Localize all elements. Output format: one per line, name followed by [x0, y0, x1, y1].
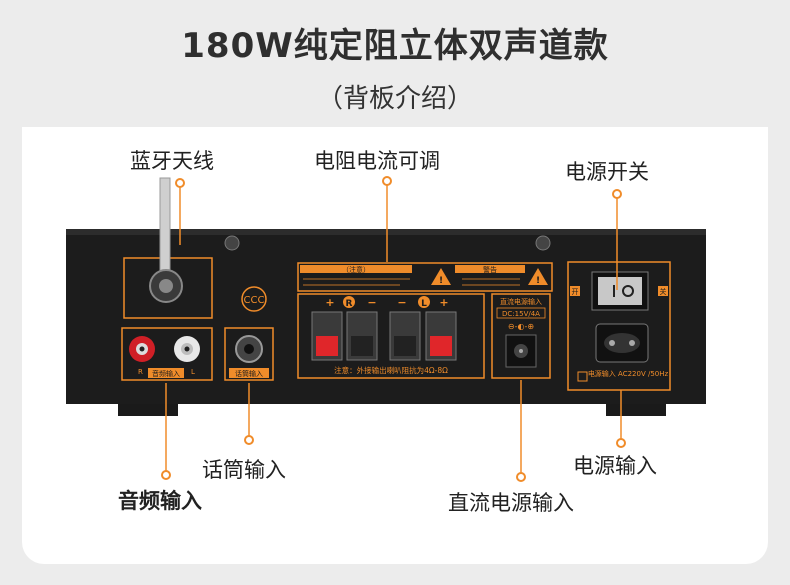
- svg-text:−: −: [397, 296, 406, 309]
- speaker-impedance-note: 注意：外接输出喇叭阻抗为4Ω-8Ω: [334, 365, 448, 375]
- warning-banner: [297, 262, 553, 292]
- speaker-terminal-box: [297, 293, 485, 379]
- switch-off-label: 关: [660, 287, 667, 296]
- svg-text:!: !: [439, 276, 443, 286]
- speaker-terminals: [311, 311, 457, 361]
- callout-antenna: 蓝牙天线: [130, 149, 214, 173]
- page-title: 180W纯定阻立体双声道款: [181, 26, 609, 66]
- svg-text:L: L: [421, 299, 427, 309]
- callout-power-input: 电源输入: [573, 454, 657, 478]
- screw-icon: [224, 235, 240, 251]
- svg-text:R: R: [346, 299, 353, 309]
- dc-input-panel-label: 直流电源输入: [500, 297, 542, 306]
- warning-triangle-icon: [528, 268, 548, 285]
- power-rating: 电源输入 AC220V /50Hz: [588, 369, 669, 378]
- audio-input-panel-label: 音频输入: [152, 369, 180, 378]
- switch-on-label: 开: [572, 288, 579, 296]
- rca-l-label: L: [191, 368, 195, 376]
- ccc-logo-icon: [241, 286, 267, 312]
- svg-text:−: −: [367, 296, 376, 309]
- notice-title: （注意）: [342, 265, 370, 274]
- audio-input-box: [121, 327, 213, 381]
- screw-icon: [535, 235, 551, 251]
- rca-r-label: R: [138, 368, 143, 376]
- svg-text:!: !: [536, 276, 540, 286]
- dc-input-box: [491, 293, 551, 379]
- callout-dots: [161, 176, 626, 482]
- dc-rating: DC:15V/4A: [502, 310, 540, 318]
- power-area-box: [567, 261, 671, 391]
- svg-text:+: +: [325, 296, 334, 309]
- callout-lines: [165, 181, 622, 477]
- svg-text:⊖-◐-⊕: ⊖-◐-⊕: [508, 322, 534, 331]
- callout-audio-input: 音频输入: [118, 489, 202, 513]
- header-band: 180W纯定阻立体双声道款 （背板介绍）: [0, 0, 790, 127]
- mic-input-box: [224, 327, 274, 381]
- warning-triangle-icon: [431, 268, 451, 285]
- svg-text:+: +: [439, 296, 448, 309]
- warning-title: 警告: [483, 265, 497, 274]
- svg-text:CCC: CCC: [244, 295, 265, 306]
- callout-mic-input: 话筒输入: [202, 458, 286, 482]
- page-subtitle: （背板介绍）: [316, 84, 473, 114]
- terminal-signs: + R − − L +: [325, 296, 449, 309]
- callout-power-switch: 电源开关: [565, 160, 649, 184]
- callout-dc-input: 直流电源输入: [448, 491, 574, 515]
- callout-resistance: 电阻电流可调: [314, 149, 440, 173]
- mic-input-panel-label: 话筒输入: [235, 369, 263, 378]
